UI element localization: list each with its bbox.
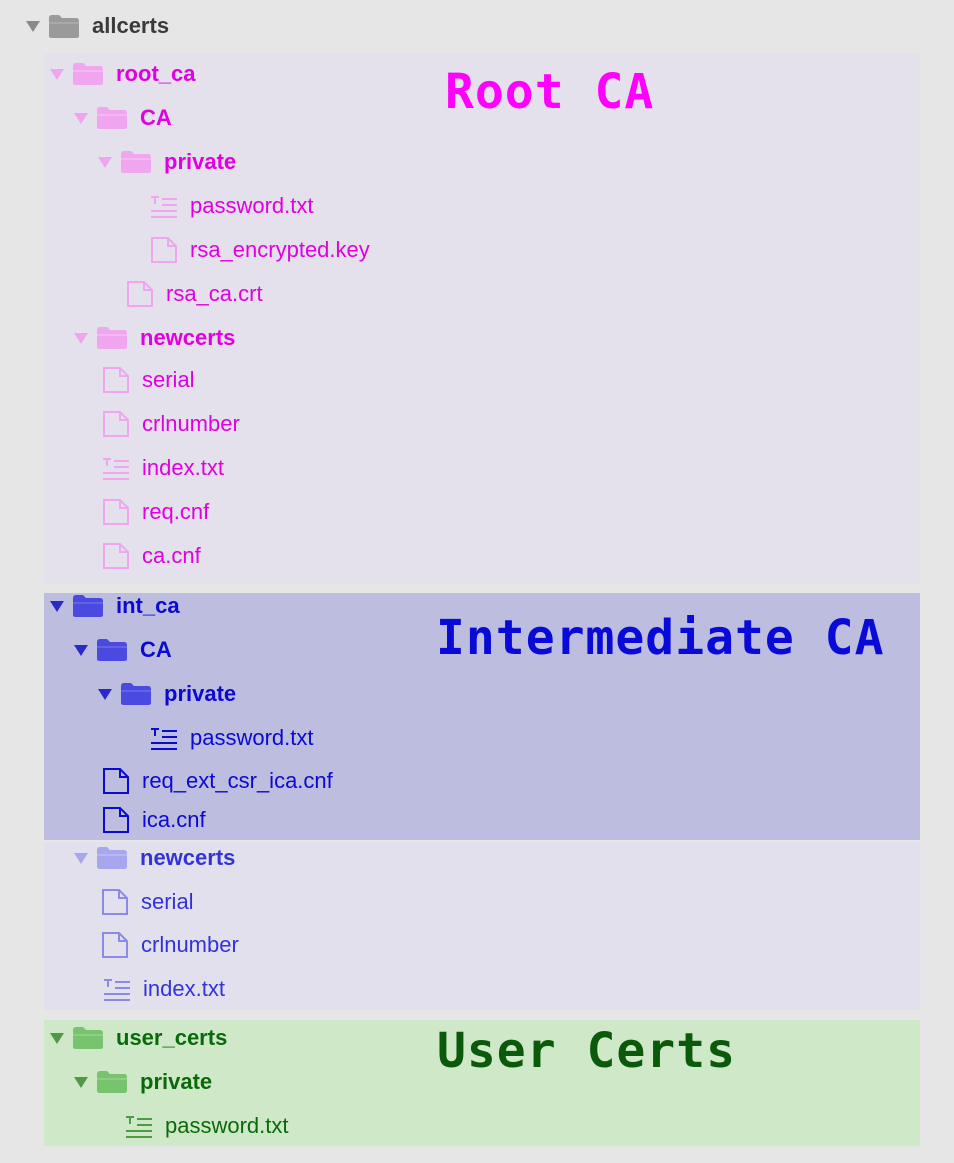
tree-row-rsa-crt[interactable]: rsa_ca.crt — [126, 279, 263, 309]
document-icon — [102, 367, 130, 393]
document-icon — [102, 807, 130, 833]
file-name: password.txt — [190, 725, 314, 750]
file-name: index.txt — [143, 976, 225, 1001]
int-ca-section — [44, 593, 920, 840]
disclosure-triangle-icon[interactable] — [74, 644, 88, 656]
folder-name: private — [164, 149, 237, 174]
folder-name: CA — [140, 637, 172, 662]
folder-icon — [72, 1026, 104, 1050]
folder-name: CA — [140, 105, 172, 130]
tree-row-root-req[interactable]: req.cnf — [102, 497, 209, 527]
text-file-icon — [150, 726, 178, 750]
tree-row-root-ca-ca[interactable]: CA — [74, 103, 172, 133]
folder-name: int_ca — [116, 593, 180, 618]
folder-name: newcerts — [140, 845, 236, 870]
file-name: req.cnf — [142, 499, 210, 524]
disclosure-triangle-icon[interactable] — [50, 600, 64, 612]
document-icon — [126, 281, 154, 307]
user-certs-section — [44, 1020, 920, 1146]
tree-row-int-ca[interactable]: int_ca — [50, 591, 180, 621]
root-ca-annotation: Root CA — [445, 64, 655, 120]
document-icon — [101, 932, 129, 958]
tree-row-root-password[interactable]: password.txt — [150, 191, 314, 221]
tree-row-root-ca-cnf[interactable]: ca.cnf — [102, 541, 201, 571]
tree-row-user-certs[interactable]: user_certs — [50, 1023, 227, 1053]
tree-row-ica-cnf[interactable]: ica.cnf — [102, 805, 206, 835]
file-name: crlnumber — [142, 411, 240, 436]
document-icon — [102, 768, 130, 794]
folder-icon — [96, 106, 128, 130]
file-name: rsa_encrypted.key — [190, 237, 370, 262]
tree-row-user-password[interactable]: password.txt — [125, 1111, 289, 1141]
folder-icon — [96, 326, 128, 350]
disclosure-triangle-icon[interactable] — [74, 852, 88, 864]
file-name: serial — [142, 367, 195, 392]
disclosure-triangle-icon[interactable] — [74, 332, 88, 344]
file-name: serial — [141, 889, 194, 914]
file-name: crlnumber — [141, 932, 239, 957]
disclosure-triangle-icon[interactable] — [74, 112, 88, 124]
tree-row-int-ca-ca[interactable]: CA — [74, 635, 172, 665]
folder-icon — [72, 594, 104, 618]
document-icon — [150, 237, 178, 263]
folder-icon — [120, 682, 152, 706]
folder-icon — [96, 846, 128, 870]
folder-name: private — [140, 1069, 213, 1094]
tree-row-root-newcerts[interactable]: newcerts — [74, 323, 235, 353]
tree-row-root-serial[interactable]: serial — [102, 365, 195, 395]
tree-row-root-index[interactable]: index.txt — [102, 453, 224, 483]
disclosure-triangle-icon[interactable] — [98, 156, 112, 168]
int-newcerts-section — [44, 842, 920, 1010]
disclosure-triangle-icon[interactable] — [26, 20, 40, 32]
text-file-icon — [102, 456, 130, 480]
file-name: ca.cnf — [142, 543, 201, 568]
root-ca-section — [44, 54, 920, 584]
tree-row-req-ext[interactable]: req_ext_csr_ica.cnf — [102, 766, 333, 796]
document-icon — [102, 411, 130, 437]
folder-icon — [120, 150, 152, 174]
folder-icon — [72, 62, 104, 86]
tree-row-int-serial[interactable]: serial — [101, 887, 194, 917]
tree-row-int-newcerts[interactable]: newcerts — [74, 843, 235, 873]
tree-row-user-private[interactable]: private — [74, 1067, 212, 1097]
text-file-icon — [103, 977, 131, 1001]
folder-name: allcerts — [92, 13, 170, 38]
tree-row-root-crlnumber[interactable]: crlnumber — [102, 409, 240, 439]
document-icon — [102, 543, 130, 569]
tree-row-root-ca[interactable]: root_ca — [50, 59, 195, 89]
folder-icon — [96, 1070, 128, 1094]
folder-name: newcerts — [140, 325, 236, 350]
text-file-icon — [150, 194, 178, 218]
document-icon — [102, 499, 130, 525]
intermediate-ca-annotation: Intermediate CA — [436, 610, 885, 666]
disclosure-triangle-icon[interactable] — [98, 688, 112, 700]
file-name: index.txt — [142, 455, 224, 480]
tree-row-int-ca-private[interactable]: private — [98, 679, 236, 709]
text-file-icon — [125, 1114, 153, 1138]
disclosure-triangle-icon[interactable] — [74, 1076, 88, 1088]
tree-row-root-ca-private[interactable]: private — [98, 147, 236, 177]
tree-row-int-crlnumber[interactable]: crlnumber — [101, 930, 239, 960]
file-name: ica.cnf — [142, 807, 206, 832]
folder-name: user_certs — [116, 1025, 228, 1050]
user-certs-annotation: User Certs — [437, 1023, 736, 1079]
file-name: password.txt — [190, 193, 314, 218]
folder-icon — [96, 638, 128, 662]
document-icon — [101, 889, 129, 915]
tree-row-int-index[interactable]: index.txt — [103, 974, 225, 1004]
file-name: rsa_ca.crt — [166, 281, 263, 306]
folder-name: root_ca — [116, 61, 196, 86]
folder-icon — [48, 13, 80, 39]
tree-row-rsa-key[interactable]: rsa_encrypted.key — [150, 235, 370, 265]
tree-row-int-password[interactable]: password.txt — [150, 723, 314, 753]
file-name: req_ext_csr_ica.cnf — [142, 768, 333, 793]
tree-row-allcerts[interactable]: allcerts — [26, 11, 169, 41]
disclosure-triangle-icon[interactable] — [50, 68, 64, 80]
disclosure-triangle-icon[interactable] — [50, 1032, 64, 1044]
folder-name: private — [164, 681, 237, 706]
file-name: password.txt — [165, 1113, 289, 1138]
